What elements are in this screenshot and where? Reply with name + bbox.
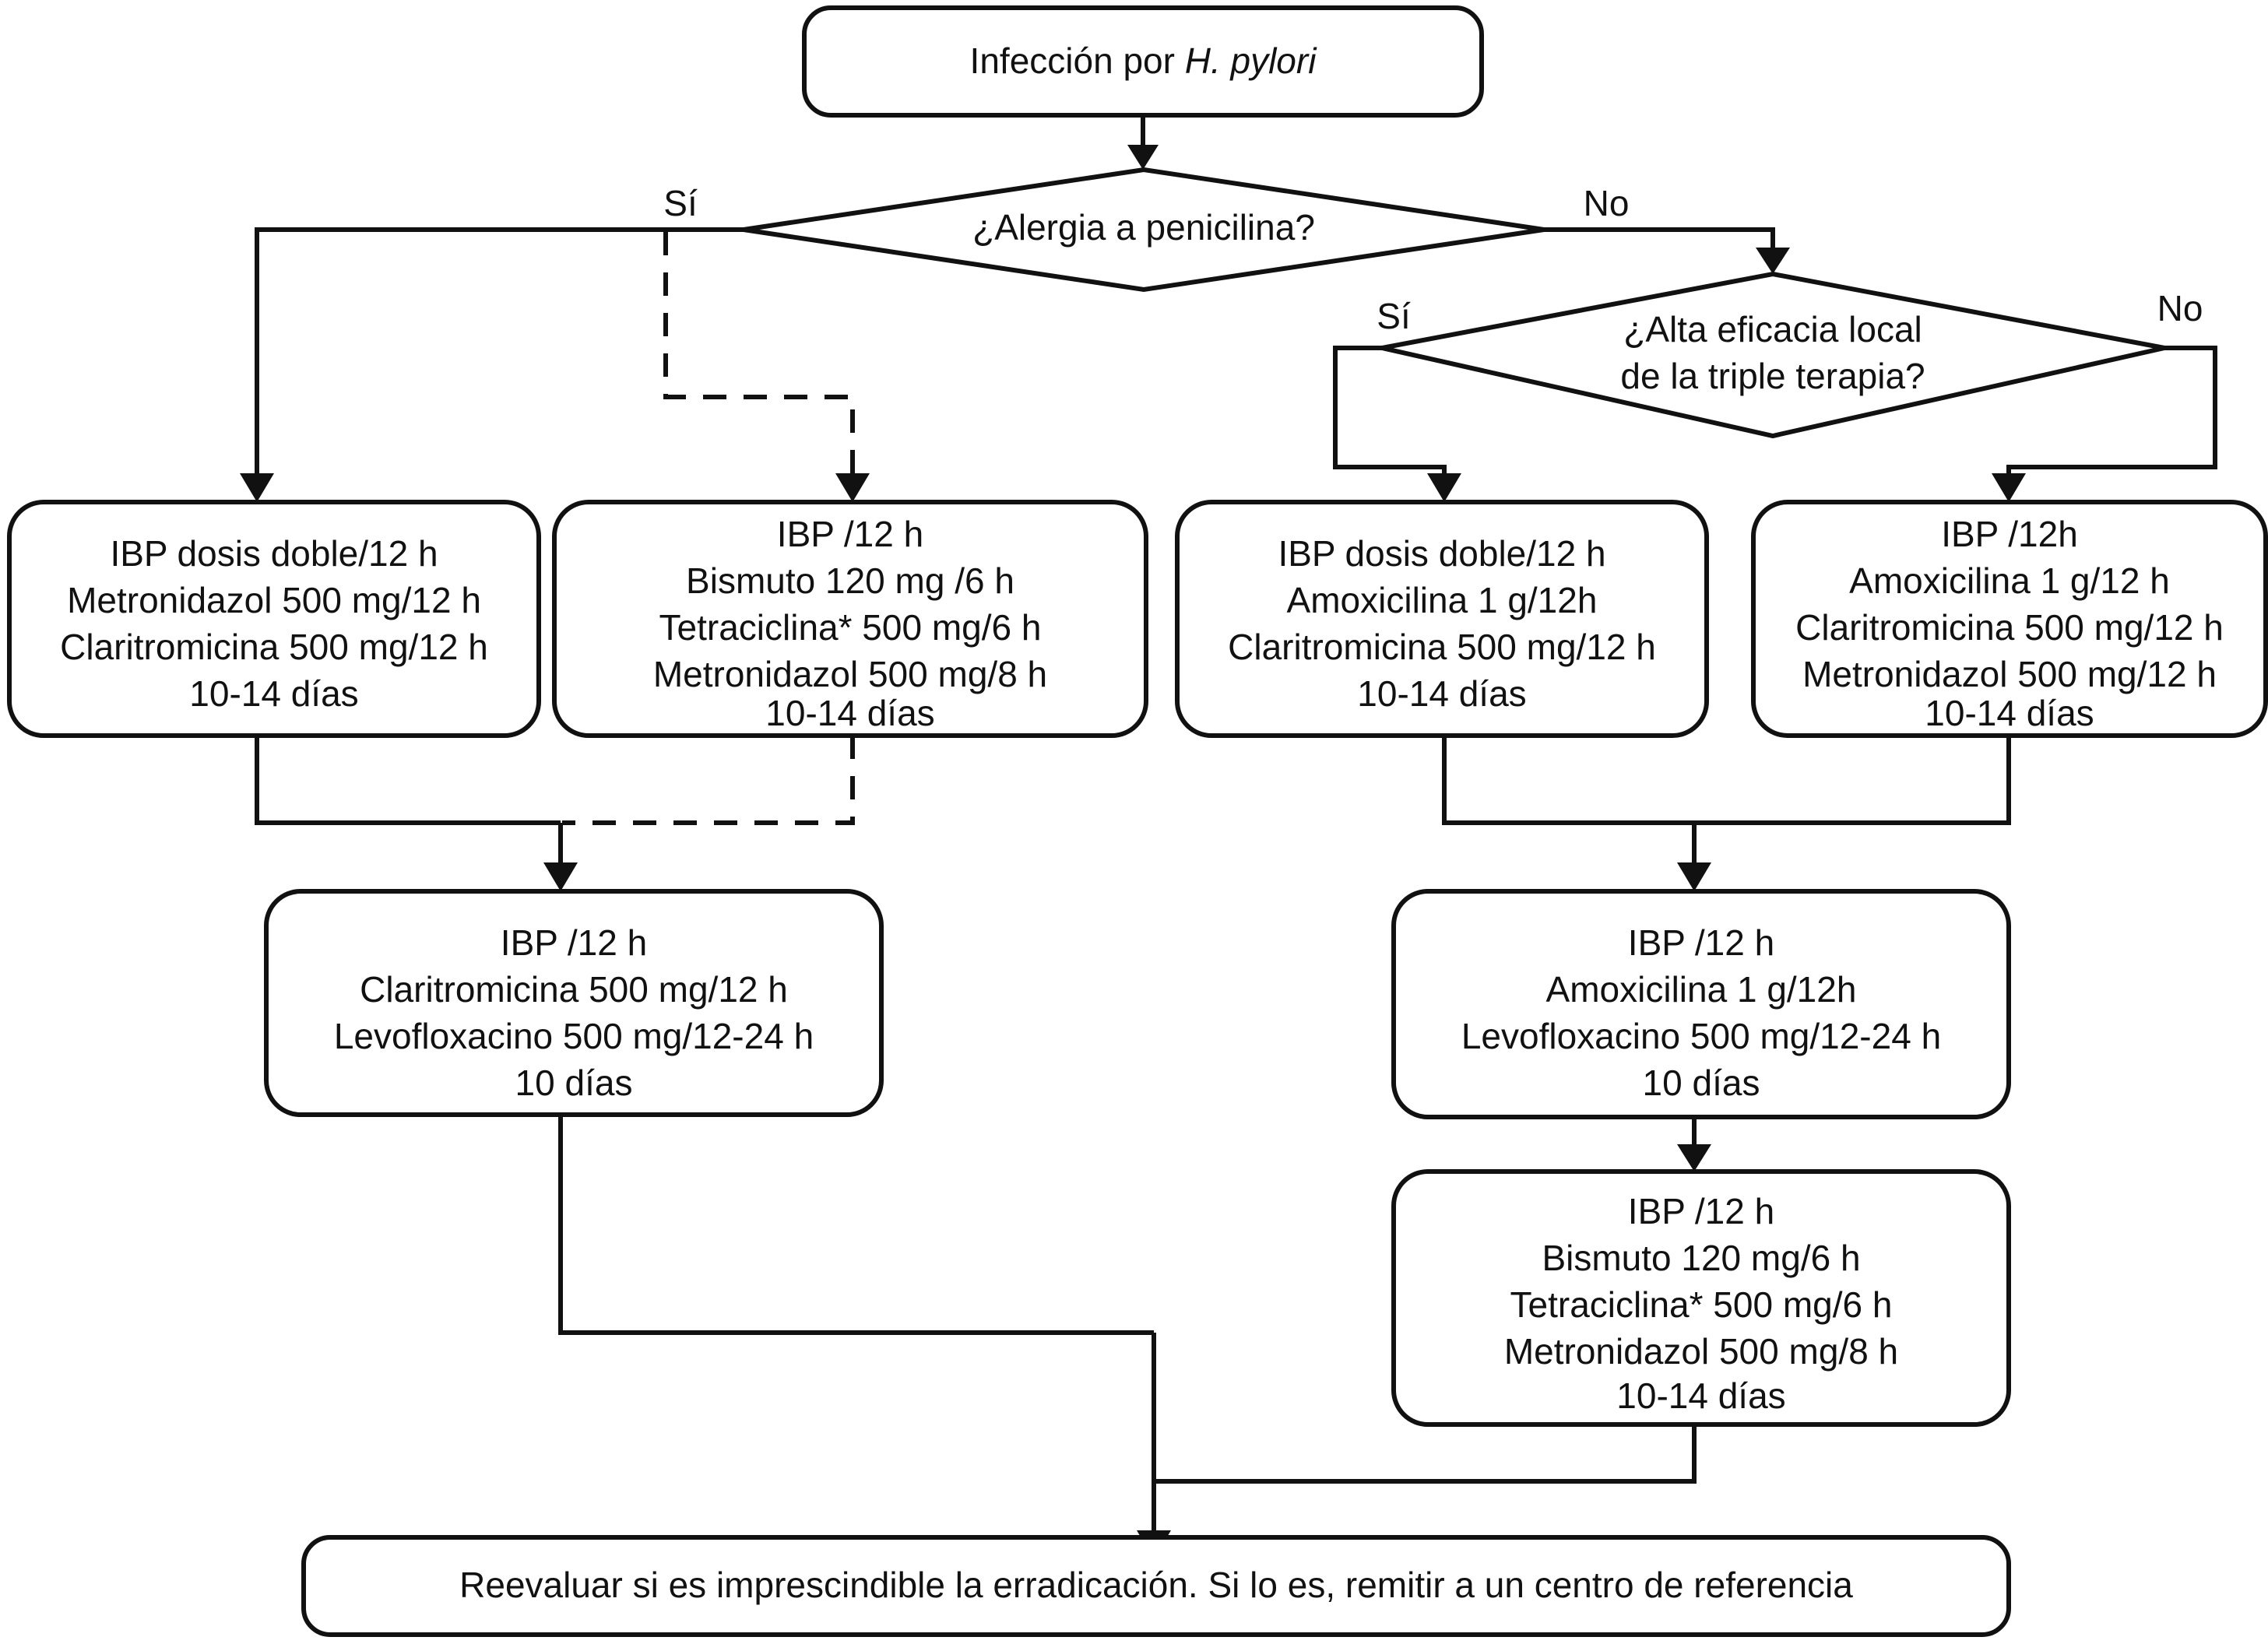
edge-tx2-to-rescate-left-dashed [562, 736, 855, 825]
arrowhead-to-alergia [1127, 145, 1159, 170]
edge-tx4-to-rescate-right [1694, 736, 2011, 825]
arrowhead-to-tx4 [1992, 473, 2026, 502]
node-tx-rescate-levofloxacino-claritro[interactable]: IBP /12 h Claritromicina 500 mg/12 h Lev… [264, 889, 884, 1117]
tx5-line-3: Levofloxacino 500 mg/12-24 h [334, 1016, 814, 1056]
node-tx-rescate-levofloxacino-amoxi[interactable]: IBP /12 h Amoxicilina 1 g/12h Levofloxac… [1391, 889, 2011, 1119]
tx3-line-2: Amoxicilina 1 g/12h [1287, 580, 1598, 620]
tx1-line-4: 10-14 días [189, 673, 358, 714]
tx4-line-1: IBP /12h [1941, 514, 2078, 554]
tx7-line-1: IBP /12 h [1628, 1191, 1774, 1231]
tx5-line-1: IBP /12 h [501, 922, 647, 963]
eficacia-diamond [1381, 271, 2165, 439]
node-infeccion-por-h-pylori[interactable]: Infección por H. pylori [802, 5, 1484, 118]
alergia-si-label: Sí [663, 183, 698, 223]
tx5-line-2: Claritromicina 500 mg/12 h [360, 969, 788, 1010]
tx1-box [7, 500, 541, 738]
arrowhead-to-tx1 [240, 473, 274, 502]
arrowhead-to-tx2 [835, 473, 870, 502]
tx7-line-5: 10-14 días [1616, 1375, 1785, 1416]
arrowhead-to-tx3 [1427, 473, 1461, 502]
tx2-line-2: Bismuto 120 mg /6 h [686, 560, 1014, 601]
edge-bismuto-to-final [1154, 1424, 1697, 1484]
tx1-line-2: Metronidazol 500 mg/12 h [67, 580, 481, 620]
node-tx-metronidazol-claritromicina[interactable]: IBP dosis doble/12 h Metronidazol 500 mg… [7, 500, 541, 738]
tx4-line-3: Claritromicina 500 mg/12 h [1795, 607, 2224, 648]
node-decision-alta-eficacia[interactable]: ¿Alta eficacia local de la triple terapi… [1381, 271, 2165, 439]
eficacia-label-line2: de la triple terapia? [1620, 356, 1925, 396]
node-reevaluar[interactable]: Reevaluar si es imprescindible la erradi… [301, 1535, 2011, 1637]
eficacia-label-line1: ¿Alta eficacia local [1623, 309, 1922, 350]
tx2-line-5: 10-14 días [765, 693, 934, 733]
tx7-line-2: Bismuto 120 mg/6 h [1542, 1238, 1860, 1278]
node-tx-cuadruple-bismuto[interactable]: IBP /12 h Bismuto 120 mg /6 h Tetracicli… [552, 500, 1148, 738]
edge-tx3-to-rescate-right [1442, 736, 1694, 825]
tx2-line-3: Tetraciclina* 500 mg/6 h [659, 607, 1042, 648]
tx4-line-2: Amoxicilina 1 g/12 h [1849, 560, 2170, 601]
arrowhead-to-bismuto [1677, 1144, 1711, 1172]
eficacia-si-label: Sí [1377, 296, 1411, 336]
node-decision-alergia-penicilina[interactable]: ¿Alergia a penicilina? [743, 167, 1545, 293]
tx4-box [1751, 500, 2268, 738]
tx3-line-1: IBP dosis doble/12 h [1278, 533, 1605, 574]
infeccion-box [802, 5, 1484, 118]
tx6-box [1391, 889, 2011, 1119]
tx6-line-4: 10 días [1643, 1063, 1760, 1103]
tx6-line-1: IBP /12 h [1628, 922, 1774, 963]
reevaluar-box [301, 1535, 2011, 1637]
node-tx-cuadruple-concomitante[interactable]: IBP /12h Amoxicilina 1 g/12 h Claritromi… [1751, 500, 2268, 738]
arrowhead-to-rescate-left [543, 862, 578, 891]
edge-alergia-si-to-tx1 [255, 227, 744, 475]
edge-tx1-to-rescate-left [255, 736, 561, 825]
node-tx-triple-claritromicina[interactable]: IBP dosis doble/12 h Amoxicilina 1 g/12h… [1175, 500, 1709, 738]
edge-rescate-left-to-final [558, 1115, 1154, 1335]
tx6-line-2: Amoxicilina 1 g/12h [1546, 969, 1857, 1010]
tx1-line-1: IBP dosis doble/12 h [110, 533, 438, 574]
tx3-line-3: Claritromicina 500 mg/12 h [1228, 627, 1656, 667]
tx4-line-5: 10-14 días [1925, 693, 2094, 733]
alergia-label: ¿Alergia a penicilina? [972, 207, 1315, 248]
tx6-line-3: Levofloxacino 500 mg/12-24 h [1461, 1016, 1941, 1056]
tx7-line-3: Tetraciclina* 500 mg/6 h [1510, 1284, 1893, 1325]
tx7-line-4: Metronidazol 500 mg/8 h [1504, 1331, 1898, 1372]
arrowhead-to-eficacia [1756, 248, 1790, 274]
edge-eficacia-no-to-tx4 [2006, 346, 2217, 475]
edge-alergia-si-dashed-to-tx2 [663, 232, 855, 475]
tx3-line-4: 10-14 días [1357, 673, 1526, 714]
eficacia-no-label: No [2157, 288, 2203, 328]
infeccion-label: Infección por H. pylori [970, 40, 1318, 81]
tx2-line-4: Metronidazol 500 mg/8 h [653, 654, 1047, 694]
tx2-line-1: IBP /12 h [777, 514, 923, 554]
tx7-box [1391, 1169, 2011, 1427]
tx5-line-4: 10 días [515, 1063, 633, 1103]
node-tx-rescate-bismuto[interactable]: IBP /12 h Bismuto 120 mg/6 h Tetraciclin… [1391, 1169, 2011, 1427]
reevaluar-label: Reevaluar si es imprescindible la erradi… [459, 1565, 1853, 1605]
arrowhead-to-rescate-right [1677, 862, 1711, 891]
tx4-line-4: Metronidazol 500 mg/12 h [1802, 654, 2217, 694]
tx2-box [552, 500, 1148, 738]
edge-eficacia-si-to-tx3 [1333, 346, 1447, 475]
tx1-line-3: Claritromicina 500 mg/12 h [60, 627, 488, 667]
edge-alergia-no-to-eficacia [1544, 227, 1775, 249]
tx5-box [264, 889, 884, 1117]
tx3-box [1175, 500, 1709, 738]
alergia-diamond [743, 167, 1545, 293]
alergia-no-label: No [1584, 183, 1630, 223]
